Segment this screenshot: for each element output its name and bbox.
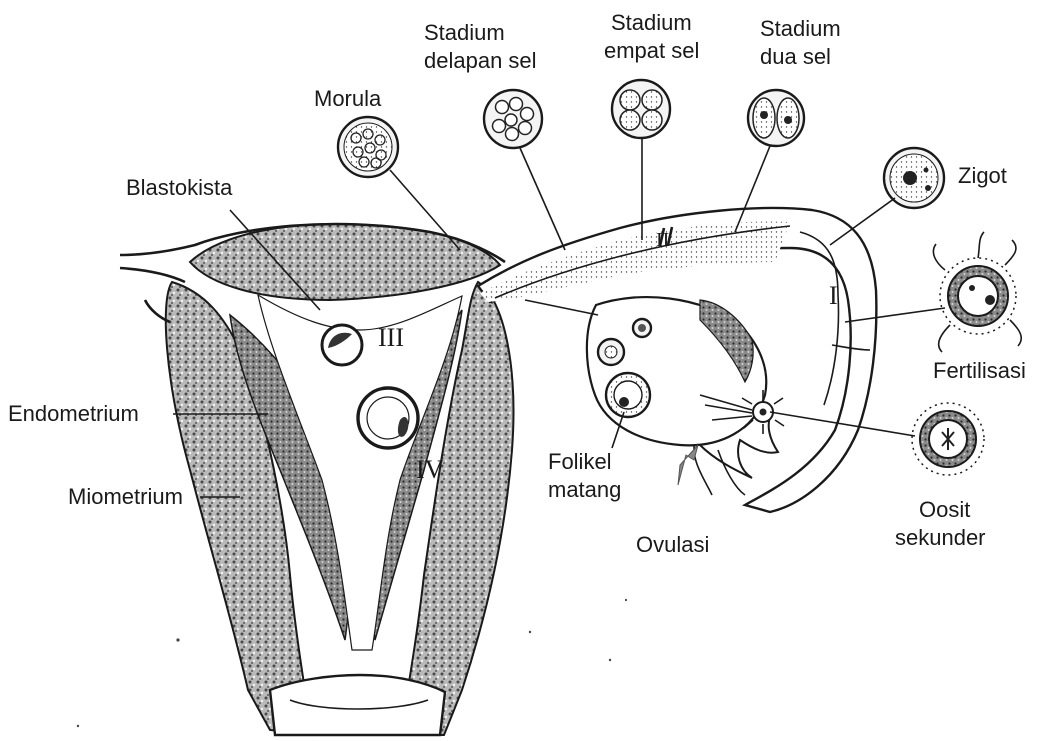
morula-icon: [338, 117, 398, 177]
label-blastokista: Blastokista: [126, 175, 233, 200]
label-stadium-dua-1: Stadium: [760, 16, 841, 41]
secondary-oocyte-icon: [912, 403, 984, 475]
label-zigot: Zigot: [958, 163, 1007, 188]
label-morula: Morula: [314, 86, 382, 111]
fertilization-icon: [933, 232, 1021, 352]
cervix: [270, 675, 445, 735]
label-stadium-empat-1: Stadium: [611, 10, 692, 35]
mature-follicle-icon: [606, 373, 650, 417]
label-oosit-1: Oosit: [919, 497, 970, 522]
blastocyst-icon: [322, 325, 362, 365]
stage-marker-iv: IV: [416, 455, 444, 484]
label-miometrium: Miometrium: [68, 484, 183, 509]
label-endometrium: Endometrium: [8, 401, 139, 426]
label-stadium-dua-2: dua sel: [760, 44, 831, 69]
label-folikel-2: matang: [548, 477, 621, 502]
ovulation-arrow: [678, 445, 698, 485]
uterus: [120, 224, 513, 735]
two-cell-icon: [748, 90, 804, 146]
label-ovulasi: Ovulasi: [636, 532, 709, 557]
implanting-embryo: [358, 388, 418, 448]
label-oosit-2: sekunder: [895, 525, 986, 550]
label-fertilisasi: Fertilisasi: [933, 358, 1026, 383]
eight-cell-icon: [484, 90, 542, 148]
four-cell-icon: [612, 80, 670, 138]
uterus-fundus: [190, 224, 500, 300]
stage-marker-i: I: [829, 281, 838, 310]
label-stadium-delapan-2: delapan sel: [424, 48, 537, 73]
label-stadium-empat-2: empat sel: [604, 38, 699, 63]
stage-marker-ii: II: [656, 229, 669, 251]
label-folikel-1: Folikel: [548, 449, 612, 474]
label-stadium-delapan-1: Stadium: [424, 20, 505, 45]
stage-marker-iii: III: [378, 323, 404, 352]
